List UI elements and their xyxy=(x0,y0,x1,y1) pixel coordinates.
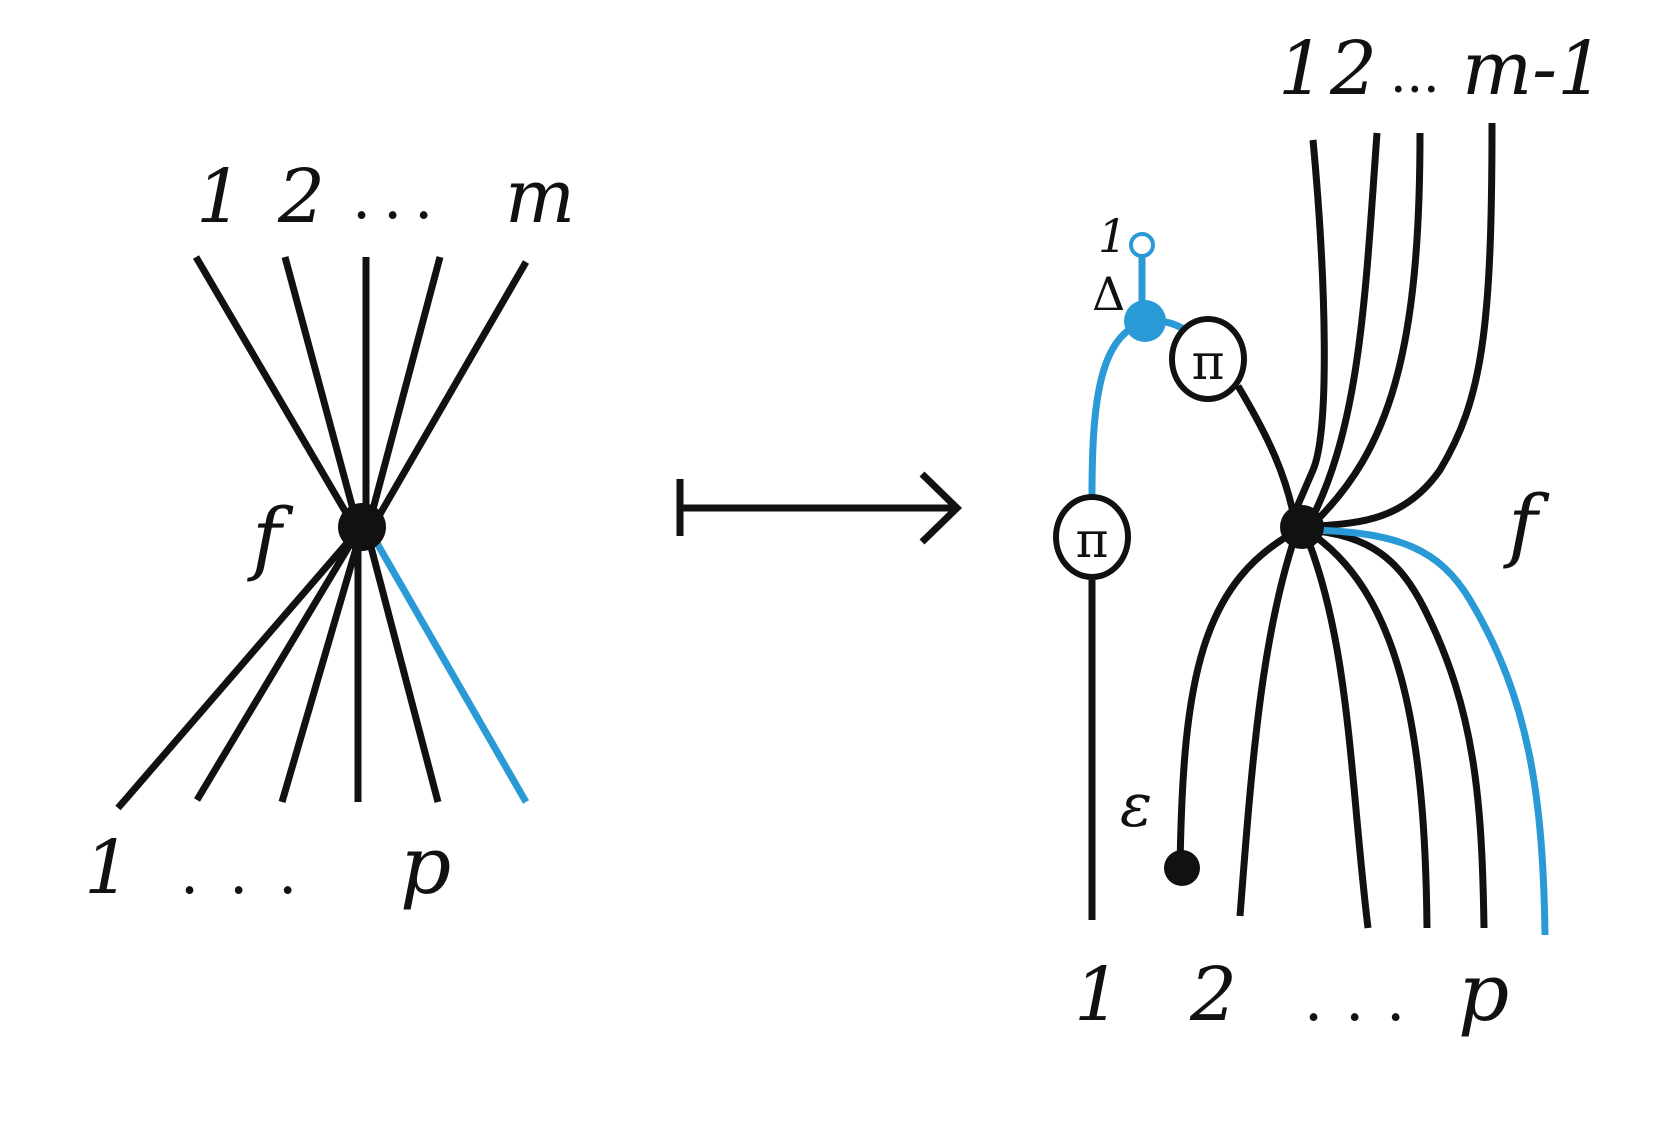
right-bottom-label-p: p xyxy=(1458,946,1509,1039)
left-upper-leg-4 xyxy=(364,256,444,529)
left-top-label-2: 2 xyxy=(277,154,325,240)
right-node-label-f: f xyxy=(1503,478,1550,571)
right-comult-label: Δ xyxy=(1092,267,1125,321)
right-bottom-strand-4 xyxy=(1304,527,1431,929)
left-diagram: 1 2 ... m f 1 ... p xyxy=(84,154,575,912)
arrow-head xyxy=(919,471,963,545)
right-pi-lower-label: π xyxy=(1076,511,1109,569)
right-bottom-strand-3 xyxy=(1300,528,1372,929)
right-top-label-1: 1 xyxy=(1278,26,1325,112)
right-top-label-m-1: m-1 xyxy=(1462,26,1604,112)
right-top-strand-3 xyxy=(1310,132,1424,527)
right-unit-open-dot xyxy=(1129,232,1155,258)
right-bottom-label-dots: ... xyxy=(1304,965,1427,1035)
left-lower-leg-2 xyxy=(193,526,364,802)
left-bottom-label-dots: ... xyxy=(180,838,327,908)
left-upper-leg-2 xyxy=(281,256,362,529)
right-pi-node-lower xyxy=(1053,494,1131,580)
right-top-strand-2 xyxy=(1303,132,1381,530)
right-top-strand-1 xyxy=(1284,139,1328,530)
left-upper-leg-5 xyxy=(368,260,530,530)
right-node-f xyxy=(1280,505,1324,549)
left-lower-leg-1 xyxy=(115,525,363,811)
right-pi-node-upper xyxy=(1169,316,1247,402)
right-bottom-strand-blue xyxy=(1309,526,1549,936)
left-top-label-dots: ... xyxy=(352,163,445,233)
left-top-label-m: m xyxy=(505,154,575,240)
left-lower-leg-blue xyxy=(370,536,530,804)
left-top-label-1: 1 xyxy=(196,154,243,240)
right-counit-label: ε xyxy=(1120,771,1152,841)
right-pi-upper-label: π xyxy=(1192,333,1225,391)
right-top-strand-4 xyxy=(1317,122,1496,530)
maps-to-arrow-icon xyxy=(676,471,963,545)
right-bottom-strand-5 xyxy=(1307,526,1488,929)
left-bottom-label-p: p xyxy=(400,819,451,912)
left-bottom-label-1: 1 xyxy=(84,825,131,911)
right-diagram: π π 1 2 ... m-1 1 Δ ε f 1 2 ... p xyxy=(1053,26,1604,1039)
right-bottom-strand-2 xyxy=(1236,526,1302,917)
right-unit-label: 1 xyxy=(1098,209,1127,263)
right-comult-dot xyxy=(1124,300,1166,342)
right-bottom-label-2: 2 xyxy=(1189,952,1237,1038)
right-bottom-label-1: 1 xyxy=(1074,952,1121,1038)
left-node-f xyxy=(338,503,386,551)
left-node-label-f: f xyxy=(247,491,294,584)
right-top-label-dots: ... xyxy=(1390,45,1440,105)
right-pi-to-node-strand xyxy=(1234,384,1300,529)
right-counit-dot xyxy=(1164,850,1200,886)
right-blue-left-arc xyxy=(1088,318,1147,496)
right-bottom-strand-counit xyxy=(1176,524,1304,869)
left-upper-leg-1 xyxy=(192,255,359,530)
left-lower-leg-5 xyxy=(362,527,442,803)
left-lower-leg-3 xyxy=(278,527,366,803)
right-top-label-2: 2 xyxy=(1329,26,1377,112)
